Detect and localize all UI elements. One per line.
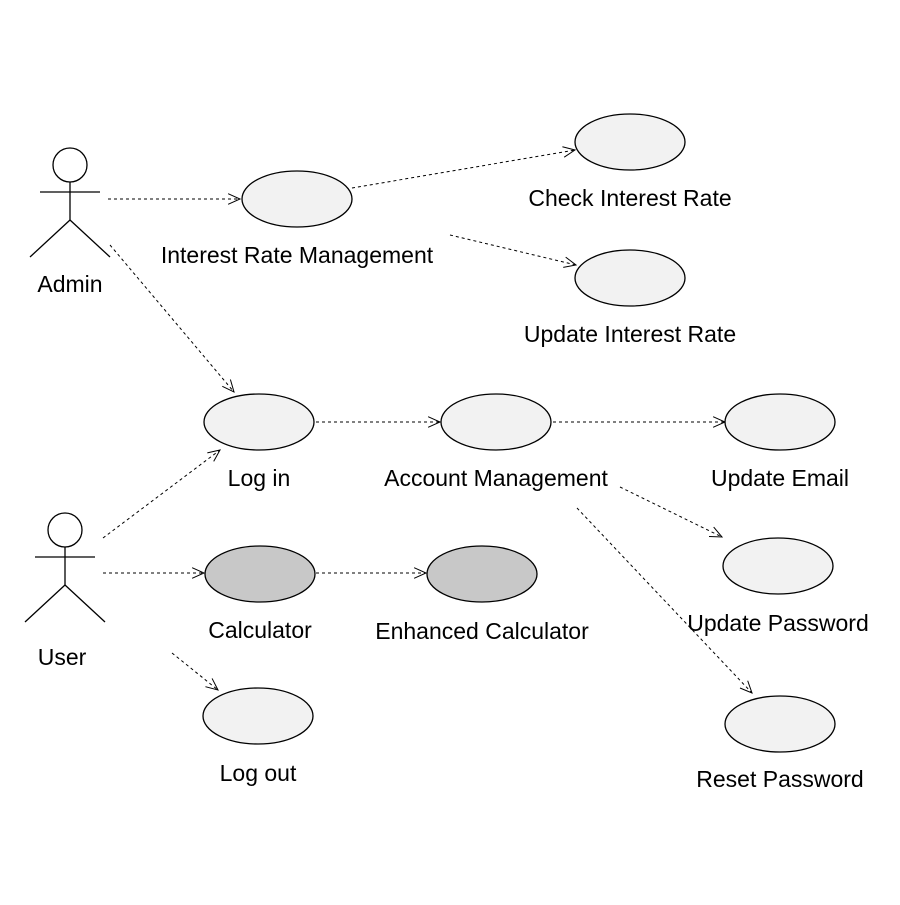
arrowhead-icon	[205, 678, 219, 691]
arrowhead-icon	[207, 449, 221, 462]
dependency-admin-to-login	[109, 244, 235, 393]
dependency-line	[449, 234, 577, 266]
use-case-label: Update Interest Rate	[524, 321, 736, 347]
use-case-label: Calculator	[208, 617, 312, 643]
actor-user[interactable]: User	[24, 512, 106, 670]
use-case-ellipse[interactable]	[202, 687, 314, 745]
arrowhead-icon	[413, 567, 428, 579]
use-case-login[interactable]: Log in	[203, 393, 315, 491]
actor-label: Admin	[37, 271, 102, 297]
dependency-user-to-logout	[171, 652, 219, 691]
arrowhead-icon	[191, 567, 206, 579]
dependency-am-to-up	[619, 486, 724, 538]
actor-left-leg	[24, 584, 66, 623]
edges-layer	[102, 146, 753, 694]
arrowhead-icon	[427, 416, 442, 428]
arrowhead-icon	[739, 680, 753, 694]
use-case-label: Log out	[220, 760, 297, 786]
actor-label: User	[38, 644, 87, 670]
arrowhead-icon	[227, 193, 242, 205]
dependency-irm-to-uir	[449, 234, 578, 268]
use-case-irm[interactable]: Interest Rate Management	[161, 170, 434, 268]
use-case-logout[interactable]: Log out	[202, 687, 314, 786]
use-case-ellipse[interactable]	[241, 170, 353, 228]
use-case-calc[interactable]: Calculator	[204, 545, 316, 643]
use-case-ellipse[interactable]	[440, 393, 552, 451]
use-case-label: Log in	[228, 465, 291, 491]
dependency-line	[171, 652, 219, 691]
use-case-ellipse[interactable]	[574, 249, 686, 307]
dependency-calc-to-ecalc	[316, 567, 428, 579]
use-case-ellipse[interactable]	[426, 545, 538, 603]
dependency-line	[109, 244, 235, 393]
dependency-am-to-rp	[576, 507, 753, 694]
actor-admin[interactable]: Admin	[29, 147, 111, 297]
arrowhead-icon	[222, 379, 235, 393]
dependency-user-to-calc	[103, 567, 206, 579]
actor-left-leg	[29, 219, 71, 258]
use-case-ellipse[interactable]	[574, 113, 686, 171]
actor-head	[52, 147, 88, 183]
dependency-line	[576, 507, 753, 694]
dependency-irm-to-cir	[351, 146, 577, 189]
actor-head	[47, 512, 83, 548]
use-case-label: Enhanced Calculator	[375, 618, 589, 644]
dependency-line	[619, 486, 723, 538]
use-case-ellipse[interactable]	[722, 537, 834, 595]
use-case-ue[interactable]: Update Email	[711, 393, 849, 491]
use-case-ellipse[interactable]	[204, 545, 316, 603]
use-case-rp[interactable]: Reset Password	[696, 695, 864, 792]
use-case-label: Account Management	[384, 465, 608, 491]
dependency-user-to-login	[102, 449, 221, 539]
use-case-label: Update Password	[687, 610, 869, 636]
use-case-ecalc[interactable]: Enhanced Calculator	[375, 545, 589, 644]
use-case-ellipse[interactable]	[203, 393, 315, 451]
use-case-label: Update Email	[711, 465, 849, 491]
use-case-uir[interactable]: Update Interest Rate	[524, 249, 736, 347]
dependency-login-to-am	[316, 416, 442, 428]
use-case-up[interactable]: Update Password	[687, 537, 869, 636]
arrowhead-icon	[708, 526, 724, 538]
actor-right-leg	[69, 219, 111, 258]
dependency-line	[351, 149, 576, 189]
dependency-line	[102, 449, 221, 539]
use-case-ellipse[interactable]	[724, 393, 836, 451]
arrowhead-icon	[563, 256, 578, 268]
use-case-label: Check Interest Rate	[528, 185, 731, 211]
use-case-ellipse[interactable]	[724, 695, 836, 753]
arrowhead-icon	[562, 146, 577, 158]
dependency-am-to-ue	[553, 416, 727, 428]
use-case-cir[interactable]: Check Interest Rate	[528, 113, 732, 211]
actor-right-leg	[64, 584, 106, 623]
use-case-label: Interest Rate Management	[161, 242, 434, 268]
use-case-label: Reset Password	[696, 766, 863, 792]
use-case-am[interactable]: Account Management	[384, 393, 608, 491]
dependency-admin-to-irm	[108, 193, 242, 205]
